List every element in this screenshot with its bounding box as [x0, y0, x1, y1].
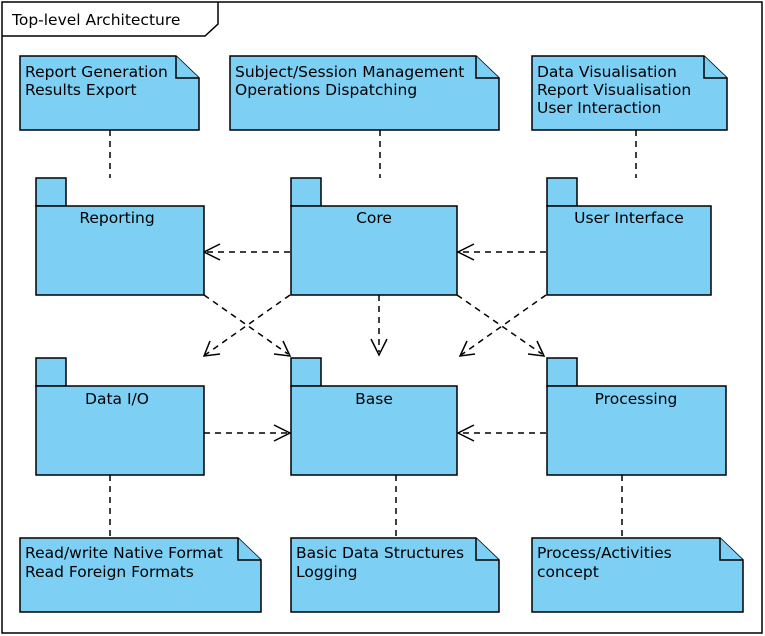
dependency-core-dataio	[202, 294, 291, 357]
package-name: Reporting	[79, 209, 154, 227]
package-name: Data I/O	[85, 390, 149, 408]
note-processing[interactable]: Process/Activities concept	[531, 537, 744, 613]
package-name: Base	[355, 390, 393, 408]
note-user-interface[interactable]: Data Visualisation Report Visualisation …	[531, 55, 728, 131]
note-line: Report Generation	[25, 63, 168, 81]
package-name: Core	[356, 209, 392, 227]
note-reporting[interactable]: Report Generation Results Export	[19, 55, 200, 131]
frame-title: Top-level Architecture	[11, 11, 180, 29]
dependency-arrows	[202, 243, 547, 442]
package-name: User Interface	[574, 209, 684, 227]
package-core[interactable]: Core	[290, 177, 458, 296]
dependency-ui-core	[456, 243, 546, 261]
note-line: Basic Data Structures	[296, 544, 464, 562]
note-line: Subject/Session Management	[235, 63, 464, 81]
dependency-ui-base	[458, 294, 547, 357]
note-core[interactable]: Subject/Session Management Operations Di…	[229, 55, 500, 131]
note-line: Logging	[296, 563, 358, 581]
package-user-interface[interactable]: User Interface	[546, 177, 712, 296]
package-base[interactable]: Base	[290, 357, 458, 476]
package-processing[interactable]: Processing	[546, 357, 727, 476]
note-line: Read Foreign Formats	[25, 563, 194, 581]
dependency-processing-base	[456, 424, 546, 442]
note-line: Data Visualisation	[537, 63, 677, 81]
note-line: Operations Dispatching	[235, 81, 417, 99]
note-line: Process/Activities	[537, 544, 672, 562]
note-base[interactable]: Basic Data Structures Logging	[290, 537, 500, 613]
note-line: Report Visualisation	[537, 81, 691, 99]
dependency-core-processing	[456, 294, 546, 357]
note-line: concept	[537, 563, 599, 581]
note-line: Read/write Native Format	[25, 544, 223, 562]
note-data-io[interactable]: Read/write Native Format Read Foreign Fo…	[19, 537, 262, 613]
note-line: User Interaction	[537, 99, 661, 117]
dependency-reporting-base	[203, 294, 292, 357]
dependency-dataio-base	[204, 424, 292, 442]
package-data-io[interactable]: Data I/O	[35, 357, 205, 476]
package-name: Processing	[595, 390, 678, 408]
note-line: Results Export	[25, 81, 137, 99]
note-connectors	[109, 130, 637, 540]
dependency-core-base	[370, 295, 388, 357]
package-reporting[interactable]: Reporting	[35, 177, 205, 296]
